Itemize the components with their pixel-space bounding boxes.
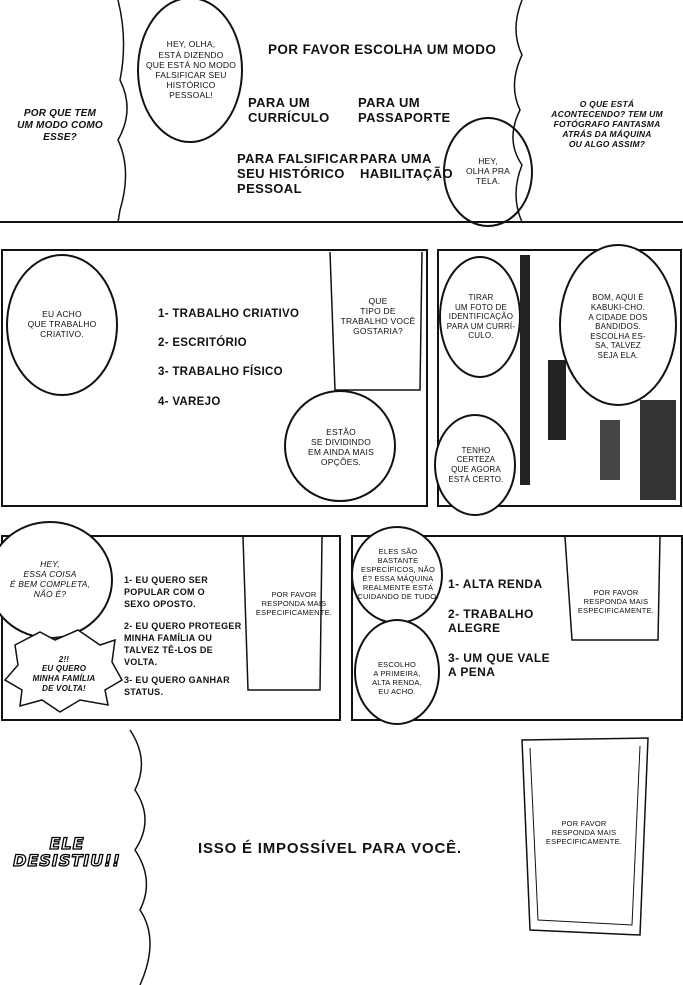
panel-5-screen-prompt: POR FAVOR RESPONDA MAIS ESPECIFICAMENTE. — [577, 587, 655, 615]
panel-1-cloud-left — [117, 0, 128, 223]
mode-option-license: PARA UMA HABILITAÇÃO — [360, 151, 453, 181]
panel-4-border — [1, 535, 341, 721]
panel-3-bubble-left: TIRAR UM FOTO DE IDENTIFICAÇÃO PARA UM C… — [446, 293, 516, 341]
panel-3-bubble-bottom-shape — [434, 414, 516, 516]
mode-option-passport: PARA UM PASSAPORTE — [358, 95, 451, 125]
want-option-status: 3- EU QUERO GANHAR STATUS. — [124, 675, 230, 698]
shout-he-gave-up: ELE DESISTIU!! — [13, 834, 121, 870]
panel-1-cloud-right — [512, 0, 523, 223]
panel-2-bubble-bottom: ESTÃO SE DIVIDINDO EM AINDA MAIS OPÇÕES. — [308, 426, 374, 468]
panel-1-bubble-right: O QUE ESTÁ ACONTECENDO? TEM UM FOTÓGRAFO… — [551, 98, 663, 150]
job-menu-item-office: 2- ESCRITÓRIO — [158, 337, 247, 349]
panel-5-bubble-bottom-shape — [354, 619, 440, 725]
panel-5-bubble-top: ELES SÃO BASTANTE ESPECÍFICOS, NÃO É? ES… — [357, 547, 439, 601]
panel-4-bubble-shout: 2!! EU QUERO MINHA FAMÍLIA DE VOLTA! — [32, 654, 96, 693]
mode-option-resume: PARA UM CURRÍCULO — [248, 95, 330, 125]
income-option-happy-work: 2- TRABALHO ALEGRE — [448, 607, 534, 635]
want-option-popular: 1- EU QUERO SER POPULAR COM O SEXO OPOST… — [124, 575, 209, 610]
job-menu-item-creative: 1- TRABALHO CRIATIVO — [158, 308, 300, 320]
screen-title-choose-mode: POR FAVOR ESCOLHA UM MODO — [268, 42, 497, 57]
panel-1-bubble-left: POR QUE TEM UM MODO COMO ESSE? — [17, 108, 103, 143]
panel-5-bubble-bottom: ESCOLHO A PRIMEIRA, ALTA RENDA, EU ACHO. — [372, 660, 422, 696]
panel-2-bubble-left-shape — [6, 254, 118, 396]
panel-2-border — [1, 249, 428, 507]
mode-option-falsify-history: PARA FALSIFICAR SEU HISTÓRICO PESSOAL — [237, 151, 359, 196]
income-option-high: 1- ALTA RENDA — [448, 577, 543, 591]
panel-2-screen-frame — [329, 251, 423, 391]
screen-impossible-text: ISSO É IMPOSSÍVEL PARA VOCÊ. — [198, 840, 462, 857]
panel-2-screen-question: QUE TIPO DE TRABALHO VOCÊ GOSTARIA? — [340, 295, 416, 337]
panel-4-bubble-top: HEY, ESSA COISA É BEM COMPLETA, NÃO É? — [9, 558, 91, 600]
panel-4-screen-frame — [242, 536, 323, 691]
job-menu-item-physical: 3- TRABALHO FÍSICO — [158, 366, 283, 378]
panel-3-border — [437, 249, 682, 507]
panel-5-border — [351, 535, 683, 721]
panel-3-street-drawing — [520, 255, 676, 500]
panel-5-screen-frame — [564, 536, 661, 641]
panel-3-bubble-right: BOM, AQUI É KABUKI-CHO. A CIDADE DOS BAN… — [588, 293, 648, 360]
panel-4-screen-prompt: POR FAVOR RESPONDA MAIS ESPECIFICAMENTE. — [255, 589, 333, 617]
panel-6-screen-prompt: POR FAVOR RESPONDA MAIS ESPECIFICAMENTE. — [545, 818, 623, 846]
panel-1-bubble-center-shape — [443, 117, 533, 227]
panel-6-cloud-left — [129, 729, 151, 985]
job-menu-item-retail: 4- VAREJO — [158, 396, 221, 408]
panel-3-bubble-bottom: TENHO CERTEZA QUE AGORA ESTÁ CERTO. — [448, 445, 504, 484]
panel-1-bubble-top-shape — [137, 0, 243, 143]
panel-2-bubble-left: EU ACHO QUE TRABALHO CRIATIVO. — [27, 308, 97, 340]
panel-1-bubble-center: HEY, OLHA PRA TELA. — [465, 155, 511, 187]
panel-4-shout-bubble-shape — [3, 629, 124, 713]
panel-6-screen-frame — [521, 737, 649, 936]
panel-3-bubble-right-shape — [559, 244, 677, 406]
want-option-family: 2- EU QUERO PROTEGER MINHA FAMÍLIA OU TA… — [124, 621, 242, 668]
income-option-worthwhile: 3- UM QUE VALE A PENA — [448, 651, 551, 679]
panel-1-bubble-top: HEY, OLHA, ESTÁ DIZENDO QUE ESTÁ NO MODO… — [145, 39, 237, 101]
panel-2-bubble-bottom-shape — [284, 390, 396, 502]
panel-6-screen-inner — [529, 745, 641, 926]
